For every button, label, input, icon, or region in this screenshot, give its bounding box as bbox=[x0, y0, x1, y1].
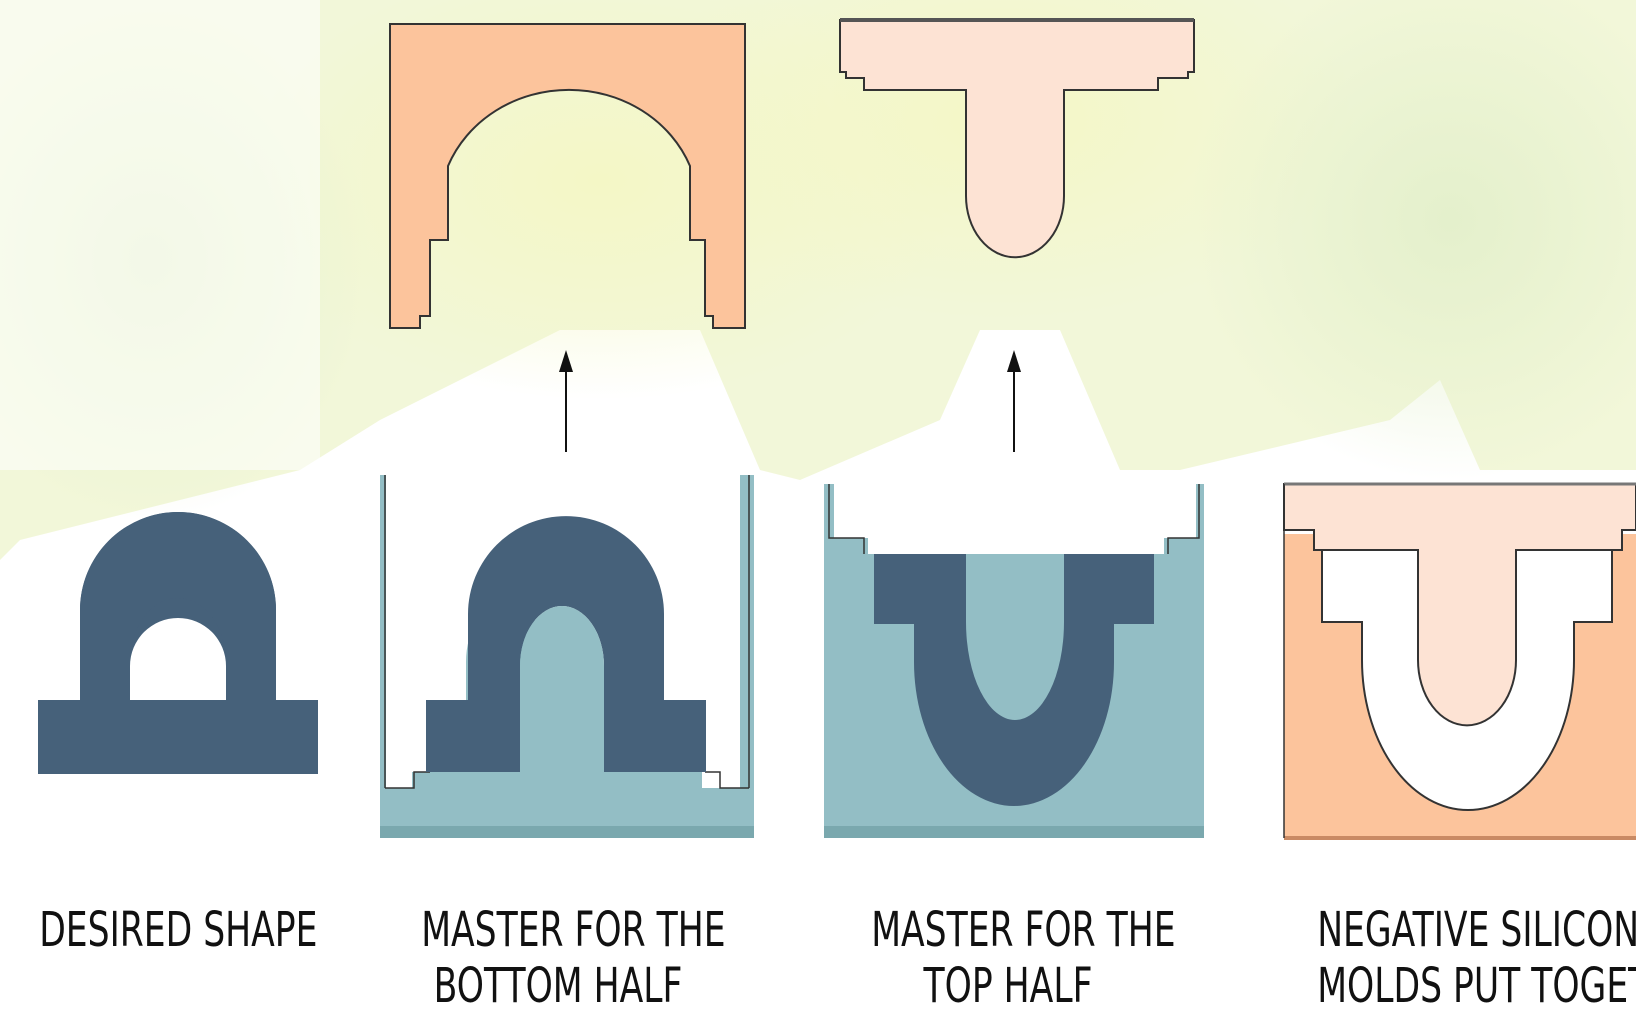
caption-negative-molds-line2: MOLDS PUT TOGETHER bbox=[1317, 958, 1636, 1014]
top-half-mold bbox=[839, 19, 1195, 259]
arrow-up-icon bbox=[559, 350, 573, 452]
desired-shape-panel bbox=[38, 512, 318, 774]
top-half-master-part bbox=[874, 554, 1154, 806]
caption-master-bottom-line1: MASTER FOR THE bbox=[421, 902, 726, 958]
caption-master-top-line1: MASTER FOR THE bbox=[871, 902, 1176, 958]
caption-negative-molds-line1: NEGATIVE SILICONE bbox=[1317, 902, 1636, 958]
arrow-up-icon bbox=[1007, 350, 1021, 452]
bottom-half-master-part bbox=[426, 516, 706, 772]
negative-molds-panel bbox=[1283, 482, 1636, 840]
caption-desired-shape: DESIRED SHAPE bbox=[39, 902, 318, 958]
master-bottom-panel bbox=[380, 23, 754, 838]
caption-master-top-line2: TOP HALF bbox=[923, 958, 1093, 1014]
bottom-half-mold bbox=[389, 23, 746, 329]
caption-desired-shape-line1: DESIRED SHAPE bbox=[39, 902, 318, 958]
caption-master-top: MASTER FOR THE TOP HALF bbox=[871, 902, 1176, 1014]
caption-master-bottom-line2: BOTTOM HALF bbox=[433, 958, 683, 1014]
master-top-panel bbox=[824, 18, 1204, 838]
caption-negative-molds: NEGATIVE SILICONE MOLDS PUT TOGETHER bbox=[1317, 902, 1636, 1014]
caption-master-bottom: MASTER FOR THE BOTTOM HALF bbox=[421, 902, 726, 1014]
top-silicone-mold bbox=[1283, 483, 1636, 727]
